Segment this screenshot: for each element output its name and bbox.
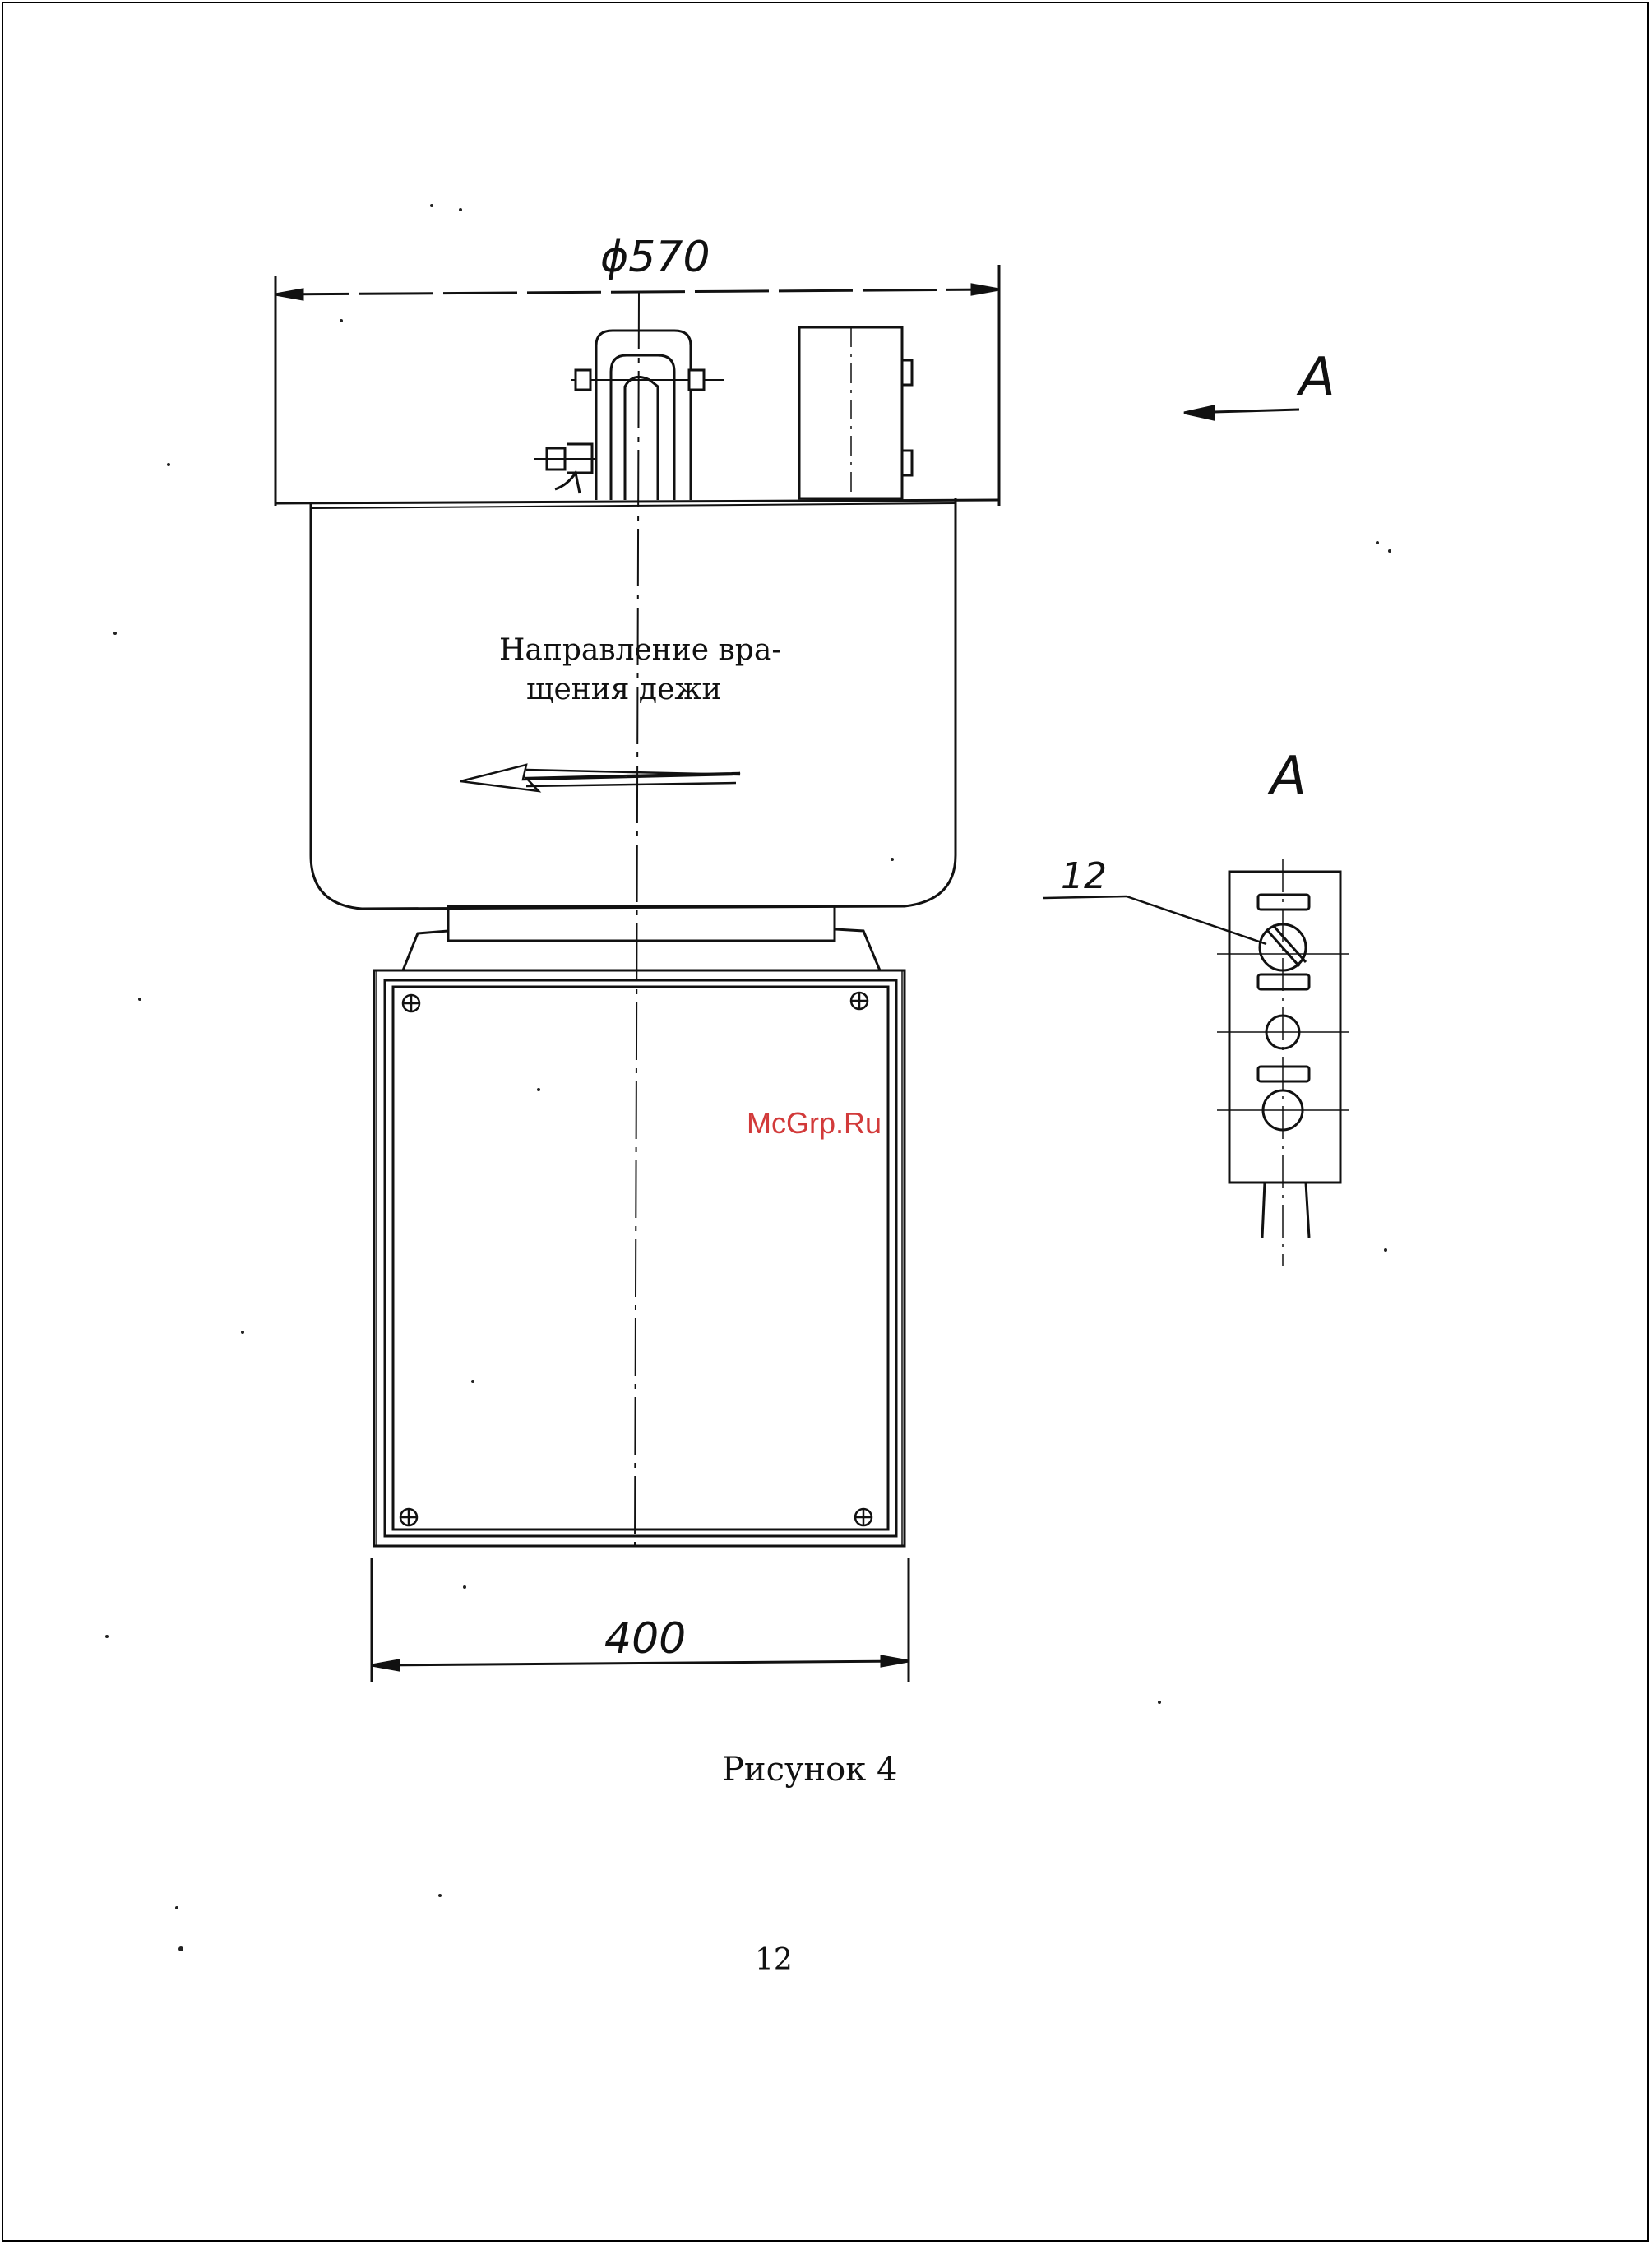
callout-number: 12 xyxy=(1061,855,1107,897)
top-dimension xyxy=(275,265,999,506)
lid-line xyxy=(275,500,999,503)
hinge-bracket xyxy=(534,331,724,500)
base-cabinet xyxy=(374,970,905,1546)
view-a-label: A xyxy=(1267,746,1307,807)
rotation-text-line2: щения дежи xyxy=(526,673,722,706)
view-a-panel xyxy=(1217,859,1349,1266)
watermark: McGrp.Ru xyxy=(747,1106,882,1140)
dim-bottom-label: 400 xyxy=(604,1614,686,1664)
figure-caption: Рисунок 4 xyxy=(722,1751,897,1789)
switch-box xyxy=(799,327,912,498)
rotation-text-line1: Направление вра- xyxy=(499,633,781,667)
dim-top-label: ϕ570 xyxy=(600,233,710,282)
callout-12-leader xyxy=(1043,896,1266,944)
scan-noise xyxy=(105,204,1391,1951)
view-a-marker: A xyxy=(1296,347,1335,408)
page-number: 12 xyxy=(755,1943,793,1977)
base-adapter xyxy=(403,906,880,970)
rotation-arrow xyxy=(460,765,740,791)
view-a-arrow xyxy=(1184,406,1299,419)
center-line xyxy=(635,292,639,1550)
